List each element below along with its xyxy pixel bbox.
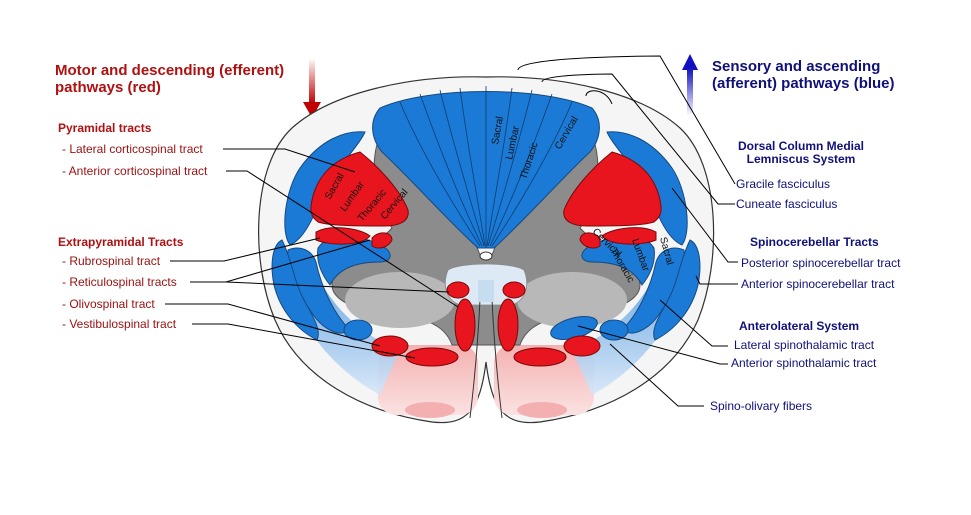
lateral-corticospinal-right bbox=[563, 151, 662, 227]
faded-red-oval-right bbox=[517, 402, 567, 418]
anterior-spinocerebellar-right bbox=[653, 239, 701, 341]
lateral-spinothalamic-label: Lateral spinothalamic tract bbox=[734, 338, 875, 352]
posterior-spinocerebellar-label: Posterior spinocerebellar tract bbox=[741, 256, 901, 270]
spinocerebellar-title: Spinocerebellar Tracts bbox=[750, 235, 879, 249]
blue-lateral-oval-right bbox=[599, 319, 629, 341]
sensory-leader-lines bbox=[517, 55, 738, 407]
lateral-corticospinal-left bbox=[310, 151, 409, 227]
lateral-corticospinal-label: - Lateral corticospinal tract bbox=[62, 142, 203, 156]
pyramidal-title: Pyramidal tracts bbox=[58, 121, 152, 135]
anterior-corticospinal-left bbox=[454, 298, 476, 352]
cuneate-label: Cuneate fasciculus bbox=[736, 197, 838, 211]
rubrospinal-left bbox=[315, 227, 371, 245]
vestibulospinal-right bbox=[513, 347, 567, 367]
dorsal-seg-sacral: Sacral bbox=[490, 116, 506, 146]
vestibulospinal-label: - Vestibulospinal tract bbox=[62, 317, 177, 331]
anterior-white-commissure bbox=[478, 280, 494, 302]
reticulospinal-band-right bbox=[579, 232, 601, 249]
ventral-horn-left bbox=[345, 272, 455, 328]
ventral-median-fissure bbox=[469, 285, 503, 419]
sensory-direction-arrow bbox=[682, 54, 698, 116]
dorsal-column-title: Dorsal Column Medial Lemniscus System bbox=[737, 139, 865, 167]
olivospinal-right bbox=[563, 335, 601, 357]
motor-heading: Motor and descending (efferent) pathways… bbox=[55, 62, 285, 96]
reticulospinal-label: - Reticulospinal tracts bbox=[62, 275, 177, 289]
anterior-spinothalamic-label: Anterior spinothalamic tract bbox=[731, 356, 877, 370]
sensory-heading: Sensory and ascending (afferent) pathway… bbox=[712, 58, 895, 92]
reticulospinal-left bbox=[446, 281, 470, 299]
motor-direction-arrow bbox=[303, 58, 321, 118]
gracile-label: Gracile fasciculus bbox=[736, 177, 831, 191]
rubrospinal-right bbox=[601, 227, 657, 245]
motor-leader-lines bbox=[165, 148, 459, 359]
dorsal-column-divisions bbox=[399, 86, 573, 248]
reticulospinal-right bbox=[502, 281, 526, 299]
olivospinal-label: - Olivospinal tract bbox=[62, 297, 155, 311]
reticulospinal-band-left bbox=[371, 232, 393, 249]
extrapyramidal-title: Extrapyramidal Tracts bbox=[58, 235, 184, 249]
olivospinal-left bbox=[371, 335, 409, 357]
faded-red-oval-left bbox=[405, 402, 455, 418]
anterior-spinocerebellar-label: Anterior spinocerebellar tract bbox=[741, 277, 895, 291]
anterior-corticospinal-right bbox=[497, 298, 519, 352]
central-canal bbox=[479, 251, 493, 261]
ventral-horn-right bbox=[517, 272, 627, 328]
rubrospinal-label: - Rubrospinal tract bbox=[62, 254, 161, 268]
vestibulospinal-left bbox=[405, 347, 459, 367]
spino-olivary-label: Spino-olivary fibers bbox=[710, 399, 813, 413]
anterolateral-title: Anterolateral System bbox=[739, 319, 860, 333]
anterior-corticospinal-label: - Anterior corticospinal tract bbox=[62, 164, 208, 178]
